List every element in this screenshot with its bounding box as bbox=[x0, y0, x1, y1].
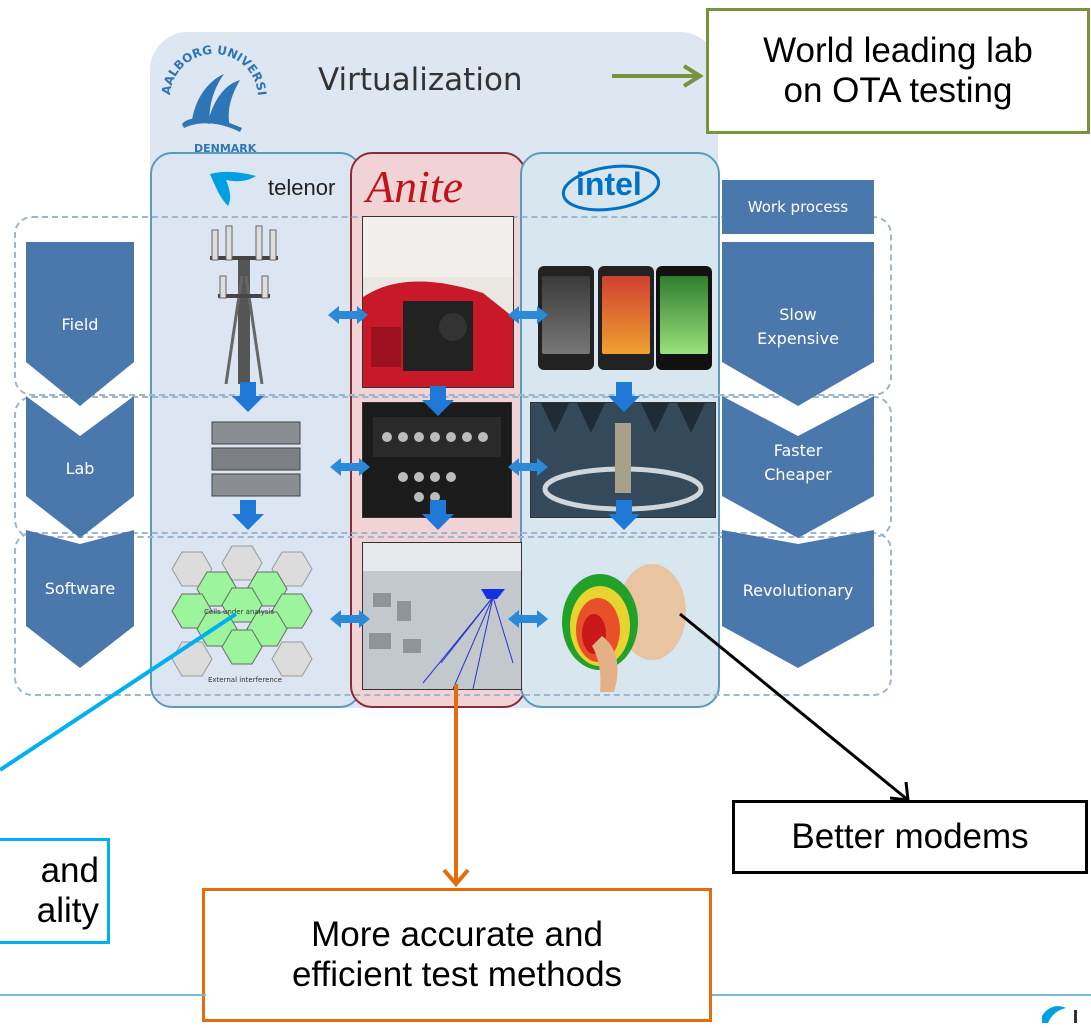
world-leading-lab-callout: World leading lab on OTA testing bbox=[706, 8, 1090, 134]
field-stage-label: Field bbox=[61, 315, 99, 334]
quality-callout-line1: and bbox=[40, 851, 99, 890]
field-outcome-chevron: Slow Expensive bbox=[722, 242, 874, 406]
car-test-image bbox=[362, 216, 514, 388]
field-outcome-line1: Slow bbox=[779, 305, 817, 324]
lab-stage-label: Lab bbox=[65, 459, 95, 478]
virtualization-to-lab-arrowhead bbox=[682, 64, 704, 88]
better-modems-text: Better modems bbox=[791, 817, 1029, 856]
quality-callout: and ality bbox=[0, 838, 110, 944]
cell-tower-image bbox=[196, 216, 292, 385]
field-stage-chevron: Field bbox=[26, 242, 134, 406]
software-row-band bbox=[14, 532, 892, 696]
footer-line-right bbox=[712, 994, 1091, 996]
lab-anite-intel-arrow bbox=[508, 458, 548, 476]
lab-telenor-anite-arrow bbox=[330, 458, 370, 476]
software-to-quality-connector bbox=[0, 612, 238, 772]
anechoic-chamber-image bbox=[530, 402, 716, 518]
test-methods-line2: efficient test methods bbox=[291, 955, 623, 994]
lab-outcome-chevron: Faster Cheaper bbox=[722, 396, 874, 538]
intel-lab-software-arrow bbox=[608, 500, 640, 530]
intel-swoosh-icon bbox=[561, 164, 661, 212]
test-methods-callout: More accurate and efficient test methods bbox=[202, 888, 712, 1022]
cells-under-analysis-text: Cells under analysis bbox=[204, 608, 274, 616]
telenor-icon bbox=[210, 171, 256, 206]
head-radiation-pattern-image bbox=[556, 546, 696, 694]
anite-logo: Anite bbox=[366, 161, 464, 212]
intel-logo: intel bbox=[560, 164, 662, 212]
telenor-lab-software-arrow bbox=[232, 500, 264, 530]
telenor-footer-logo bbox=[1040, 1004, 1091, 1023]
software-stage-label: Software bbox=[44, 579, 116, 598]
network-emulator-image bbox=[362, 402, 512, 518]
field-anite-intel-arrow bbox=[508, 306, 548, 324]
cell-simulation-image: Cells under analysis External interferen… bbox=[162, 542, 322, 688]
phone-image-2 bbox=[598, 266, 654, 370]
intel-to-modems-connector bbox=[679, 612, 909, 802]
base-station-image bbox=[208, 420, 304, 498]
world-leading-lab-line1: World leading lab bbox=[763, 31, 1033, 70]
anite-lab-software-arrow bbox=[422, 500, 454, 530]
software-outcome-chevron: Revolutionary bbox=[722, 530, 874, 668]
field-outcome-line2: Expensive bbox=[757, 329, 839, 348]
software-outcome-line1: Revolutionary bbox=[742, 581, 854, 600]
phone-image-1 bbox=[538, 266, 594, 370]
city-ray-tracing-image bbox=[362, 542, 522, 690]
intel-field-lab-arrow bbox=[608, 382, 640, 412]
external-interference-text: External interference bbox=[208, 676, 282, 684]
field-telenor-anite-arrow bbox=[328, 306, 368, 324]
lab-outcome-line1: Faster bbox=[773, 441, 823, 460]
telenor-field-lab-arrow bbox=[232, 382, 264, 412]
intel-label: intel bbox=[576, 166, 642, 202]
lab-outcome-line2: Cheaper bbox=[764, 465, 832, 484]
quality-callout-line2: ality bbox=[36, 891, 99, 930]
aalborg-university-logo: AALBORG UNIVERSITY DENMARK bbox=[147, 25, 276, 160]
svg-text:DENMARK: DENMARK bbox=[194, 142, 257, 155]
phone-image-3 bbox=[656, 266, 712, 370]
software-anite-intel-arrow bbox=[508, 610, 548, 628]
telenor-label: telenor bbox=[268, 175, 336, 200]
lab-stage-chevron: Lab bbox=[26, 396, 134, 538]
software-telenor-anite-arrow bbox=[330, 610, 370, 628]
virtualization-title: Virtualization bbox=[318, 62, 523, 98]
lab-row-band bbox=[14, 396, 892, 538]
anite-field-lab-arrow bbox=[422, 386, 454, 416]
better-modems-callout: Better modems bbox=[732, 800, 1088, 874]
world-leading-lab-line2: on OTA testing bbox=[783, 71, 1013, 110]
footer-line-left bbox=[0, 994, 206, 996]
software-stage-chevron: Software bbox=[26, 530, 134, 668]
anite-to-methods-arrowhead bbox=[442, 868, 470, 888]
telenor-logo: telenor bbox=[206, 168, 335, 208]
work-process-box: Work process bbox=[722, 180, 874, 234]
test-methods-line1: More accurate and bbox=[311, 915, 603, 954]
